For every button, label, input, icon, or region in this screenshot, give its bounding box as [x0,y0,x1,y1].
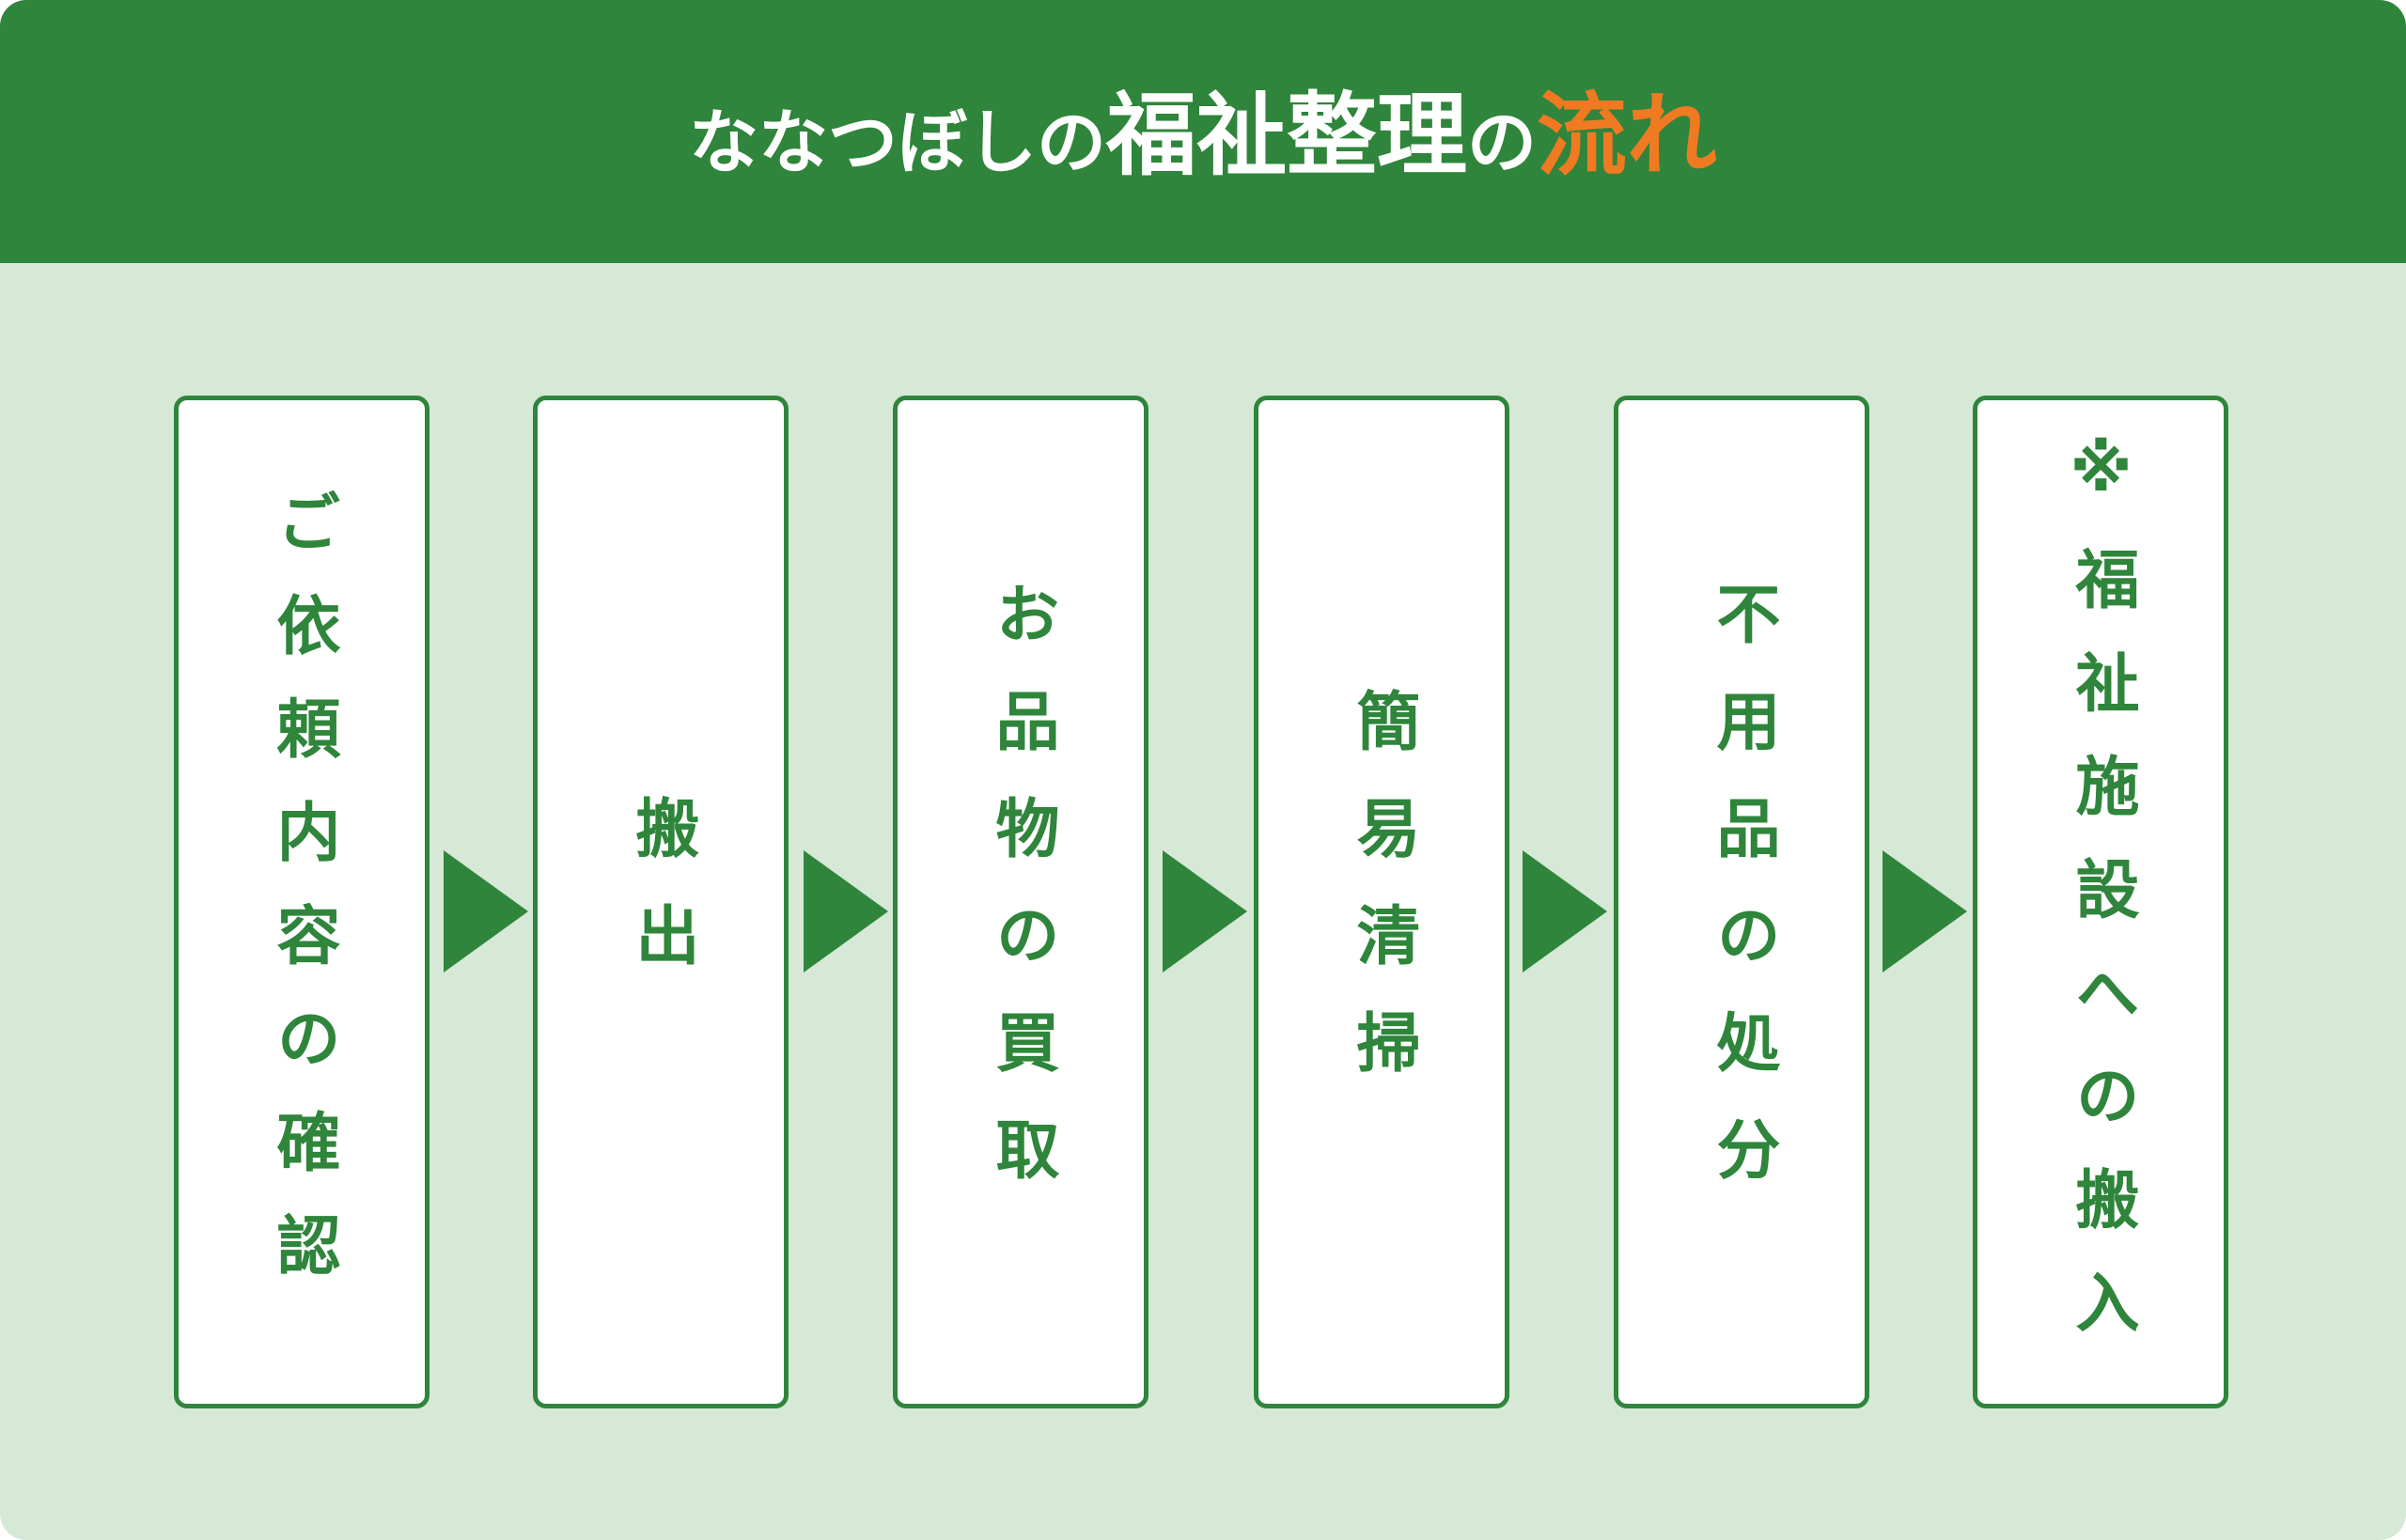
step-4-label: 簡易清掃 [1345,688,1419,1116]
step-6-label: ※福祉施設への搬入 [2064,431,2138,1373]
step-3-label: お品物の買取 [984,581,1058,1223]
arrow-right-icon [804,850,888,972]
step-6-box: ※福祉施設への搬入 [1973,396,2228,1408]
step-4-box: 簡易清掃 [1254,396,1509,1408]
header-banner: ななつぼしの 福祉整理 の 流れ [0,0,2406,263]
step-5-box: 不用品の処分 [1614,396,1869,1408]
arrow-right-icon [444,850,528,972]
arrow-right-icon [1883,850,1967,972]
title-accent: 流れ [1537,83,1717,188]
title-part-1: ななつぼしの [689,102,1106,183]
step-1-box: ご依頼内容の確認 [174,396,430,1408]
step-5-label: 不用品の処分 [1705,581,1779,1223]
page-title: ななつぼしの 福祉整理 の 流れ [689,90,1717,180]
title-part-3: の [1467,102,1537,183]
step-2-label: 搬出 [624,795,698,1009]
step-3-box: お品物の買取 [893,396,1148,1408]
arrow-right-icon [1523,850,1607,972]
arrow-right-icon [1163,850,1247,972]
step-2-box: 搬出 [533,396,789,1408]
step-1-label: ご依頼内容の確認 [265,489,339,1315]
title-part-2: 福祉整理 [1106,83,1467,188]
